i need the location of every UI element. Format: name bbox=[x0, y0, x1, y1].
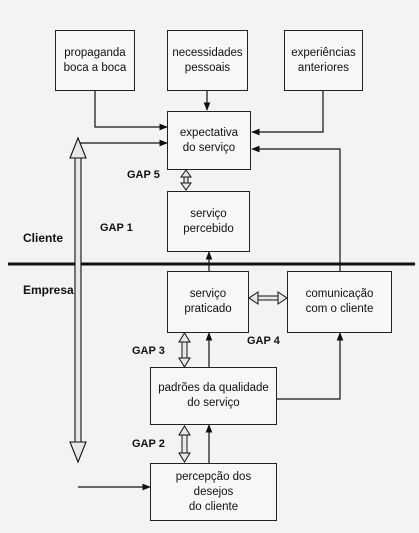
label-cliente: Cliente bbox=[23, 231, 64, 245]
box-propaganda-boca-a-boca: propaganda boca a boca bbox=[55, 30, 135, 91]
box-padroes-da-qualidade: padrões da qualidade do serviço bbox=[150, 367, 277, 425]
label-empresa: Empresa bbox=[23, 283, 74, 297]
label-gap-3: GAP 3 bbox=[132, 345, 165, 357]
arrow-comunicacao-expectativa bbox=[251, 145, 341, 271]
label-gap-2: GAP 2 bbox=[132, 438, 165, 450]
gap3-double-arrow bbox=[178, 332, 191, 368]
box-percepcao-dos-desejos: percepção dos desejos do cliente bbox=[150, 463, 277, 521]
label-gap-4: GAP 4 bbox=[247, 335, 280, 347]
arrow-padroes-comunicacao bbox=[277, 332, 344, 400]
arrow-propaganda-expectativa bbox=[94, 91, 168, 131]
gap1-double-arrow bbox=[69, 136, 87, 464]
box-necessidades-pessoais: necessidades pessoais bbox=[167, 30, 248, 91]
label-gap-1: GAP 1 bbox=[100, 222, 133, 234]
box-expectativa-do-servico: expectativa do serviço bbox=[167, 111, 251, 170]
box-comunicacao-com-o-cliente: comunicação com o cliente bbox=[287, 271, 392, 333]
gap4-double-arrow bbox=[248, 291, 288, 305]
arrow-experiencias-expectativa bbox=[251, 91, 324, 136]
label-gap-5: GAP 5 bbox=[127, 169, 160, 181]
gap5-double-arrow bbox=[180, 169, 192, 191]
box-servico-praticado: serviço praticado bbox=[167, 271, 249, 333]
box-experiencias-anteriores: experiências anteriores bbox=[284, 30, 363, 91]
box-servico-percebido: serviço percebido bbox=[167, 191, 250, 252]
gap2-double-arrow bbox=[178, 425, 191, 463]
